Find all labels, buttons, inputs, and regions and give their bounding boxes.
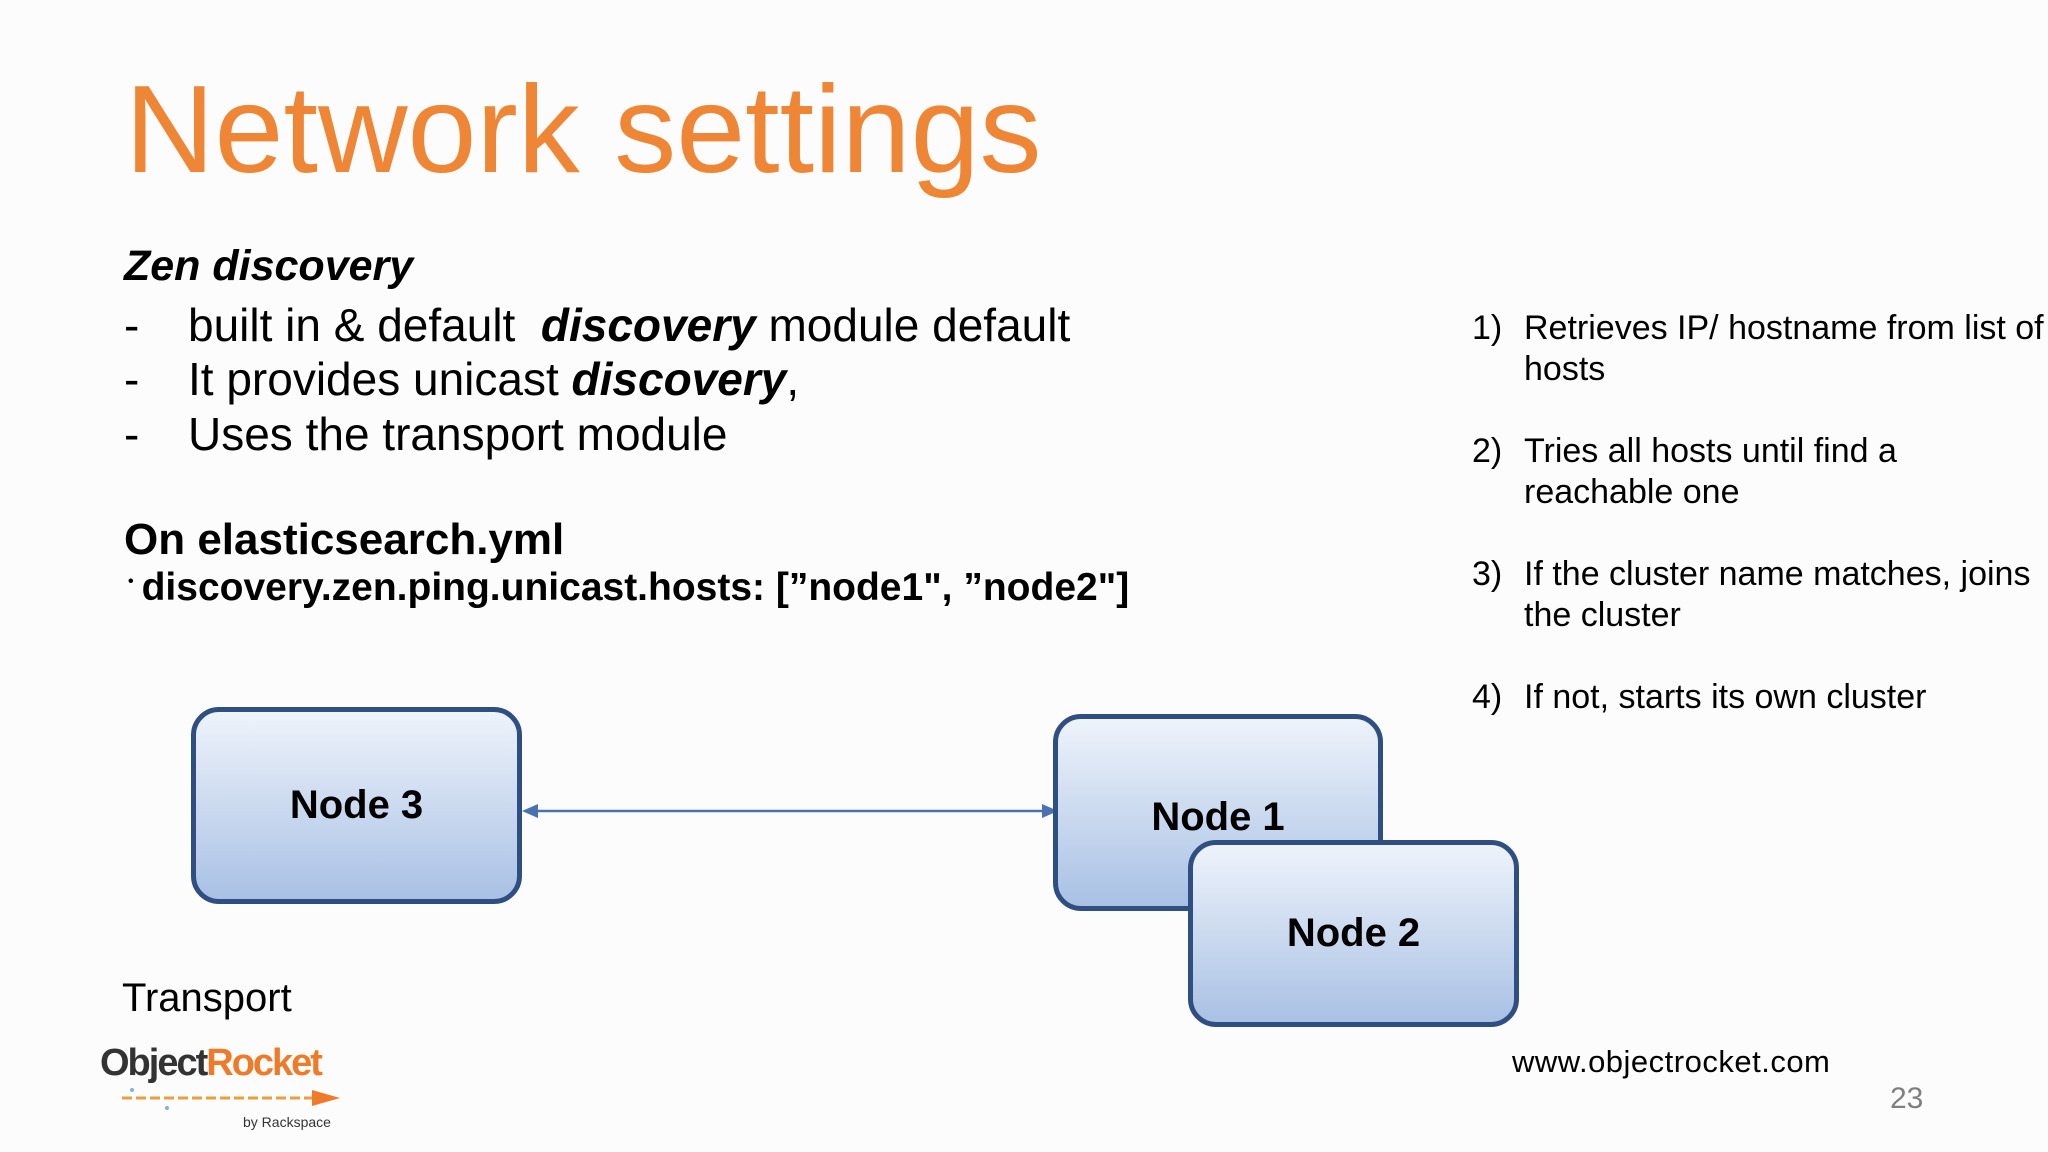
step-item: 3) If the cluster name matches, joins th… — [1472, 554, 2044, 636]
bullet-text: , — [786, 353, 800, 405]
logo-byline: by Rackspace — [243, 1114, 331, 1130]
step-item: 2) Tries all hosts until find a reachabl… — [1472, 431, 2044, 513]
subheading: Zen discovery — [124, 242, 414, 290]
step-text: Retrieves IP/ hostname from list of host… — [1524, 309, 2044, 388]
step-text: If the cluster name matches, joins the c… — [1524, 555, 2031, 634]
bullet-item: -Uses the transport module — [124, 407, 728, 461]
bullet-dash: - — [124, 408, 140, 460]
bullet-emphasis: discovery — [540, 299, 756, 351]
node-2-box: Node 2 — [1188, 840, 1519, 1027]
config-line: • discovery.zen.ping.unicast.hosts: [”nod… — [128, 566, 1129, 610]
config-heading: On elasticsearch.yml — [124, 515, 565, 564]
step-text: Tries all hosts until find a reachable o… — [1524, 432, 1897, 511]
bullet-item: -It provides unicast discovery, — [124, 352, 799, 406]
steps-list: 1) Retrieves IP/ hostname from list of h… — [1472, 308, 2044, 759]
step-number: 2) — [1472, 432, 1503, 470]
node-2-label: Node 2 — [1286, 911, 1421, 955]
bullet-text: module default — [755, 299, 1071, 351]
logo-text-object: Object — [100, 1042, 208, 1084]
step-item: 1) Retrieves IP/ hostname from list of h… — [1472, 308, 2044, 390]
step-number: 3) — [1472, 555, 1503, 593]
transport-arrow — [522, 804, 1058, 818]
bullet-dash: - — [124, 299, 140, 351]
bullet-item: -built in & default discovery module def… — [124, 298, 1070, 352]
node-3-label: Node 3 — [289, 783, 424, 827]
step-item: 4) If not, starts its own cluster — [1472, 677, 2044, 718]
slide-title: Network settings — [125, 61, 1042, 199]
bullet-dot: • — [128, 573, 134, 590]
step-text: If not, starts its own cluster — [1524, 678, 1927, 716]
bullet-dash: - — [124, 353, 140, 405]
step-number: 1) — [1472, 309, 1503, 347]
logo-text-rocket: Rocket — [206, 1042, 323, 1084]
node-3-box: Node 3 — [191, 707, 522, 904]
page-number: 23 — [1890, 1082, 1924, 1115]
bullet-text: It provides unicast — [188, 353, 572, 405]
config-text: discovery.zen.ping.unicast.hosts: [”node… — [141, 566, 1130, 609]
bullet-text: Uses the transport module — [188, 408, 728, 460]
node-1-label: Node 1 — [1151, 795, 1285, 839]
bullet-emphasis: discovery — [571, 353, 787, 405]
transport-label: Transport — [122, 976, 292, 1020]
step-number: 4) — [1472, 678, 1503, 716]
objectrocket-logo: ObjectRocket by Rackspace — [100, 1042, 350, 1132]
bullet-text: built in & default — [188, 299, 541, 351]
footer-url: www.objectrocket.com — [1512, 1044, 1831, 1079]
rocket-trail-icon — [122, 1088, 340, 1110]
